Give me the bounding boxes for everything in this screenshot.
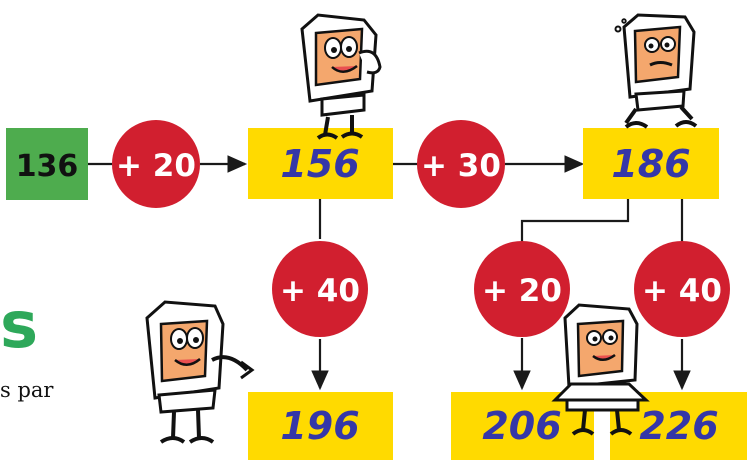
operator-circle bbox=[272, 241, 368, 337]
operator-circle bbox=[474, 241, 570, 337]
result-value: 206 bbox=[482, 404, 561, 448]
result-node-156: 156 bbox=[248, 128, 393, 199]
result-box bbox=[583, 128, 719, 199]
operator-plus40-right: + 40 bbox=[634, 241, 730, 337]
result-value: 186 bbox=[611, 142, 690, 186]
operator-label: + 30 bbox=[421, 148, 501, 184]
operator-plus20-right: + 20 bbox=[474, 241, 570, 337]
operator-label: + 40 bbox=[642, 273, 722, 309]
operator-plus40-left: + 40 bbox=[272, 241, 368, 337]
computer-character-phone-icon bbox=[300, 13, 382, 140]
operator-plus20-left: + 20 bbox=[112, 120, 200, 208]
operator-circle bbox=[634, 241, 730, 337]
connector-lines bbox=[88, 155, 691, 391]
result-node-186: 186 bbox=[583, 128, 719, 199]
operator-circle bbox=[417, 120, 505, 208]
computer-character-thinking-icon bbox=[614, 13, 698, 129]
operator-label: + 40 bbox=[280, 273, 360, 309]
partial-text-fragment: s par bbox=[0, 378, 54, 402]
computer-character-pointing-icon bbox=[145, 300, 255, 444]
result-box bbox=[248, 392, 393, 460]
start-box bbox=[6, 128, 88, 200]
operator-label: + 20 bbox=[116, 148, 196, 184]
large-green-letter: s bbox=[0, 289, 39, 363]
result-node-196: 196 bbox=[248, 392, 393, 460]
operator-plus30: + 30 bbox=[417, 120, 505, 208]
result-value: 196 bbox=[280, 404, 359, 448]
start-value: 136 bbox=[16, 149, 79, 184]
result-box bbox=[248, 128, 393, 199]
operator-label: + 20 bbox=[482, 273, 562, 309]
result-value: 226 bbox=[639, 404, 718, 448]
computer-character-laptop-icon bbox=[551, 303, 650, 436]
operator-circle bbox=[112, 120, 200, 208]
connector-186-to-plus20 bbox=[520, 199, 630, 244]
start-node: 136 bbox=[6, 128, 88, 200]
result-value: 156 bbox=[280, 142, 359, 186]
